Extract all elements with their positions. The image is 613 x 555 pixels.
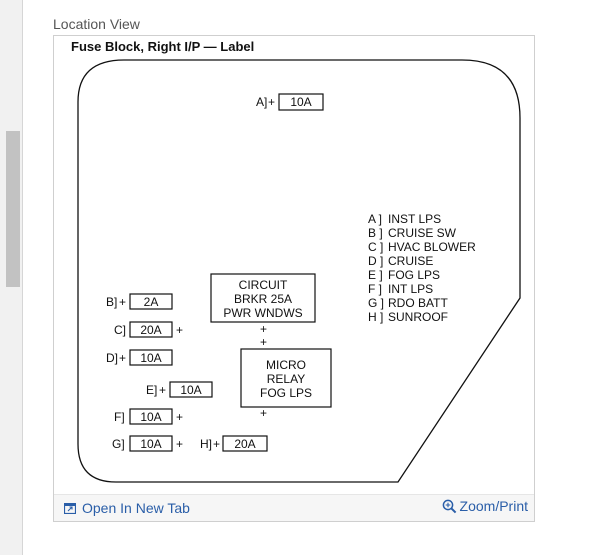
- fuse-a-label: A]: [256, 95, 267, 109]
- fuse-h-plus: +: [213, 437, 220, 451]
- legend-text-a: INST LPS: [388, 212, 441, 226]
- legend-key-f: F ]: [368, 282, 382, 296]
- fuse-d-label: D]: [106, 351, 118, 365]
- legend-text-g: RDO BATT: [388, 296, 448, 310]
- legend-key-d: D ]: [368, 254, 383, 268]
- fuse-d-box: [129, 349, 173, 366]
- fuse-f-rating: 10A: [140, 410, 161, 424]
- open-in-new-tab-icon: [64, 502, 76, 514]
- fuse-f-plus: +: [176, 410, 183, 424]
- micro-relay-plus: +: [260, 406, 267, 420]
- figure-title: Fuse Block, Right I/P — Label: [71, 39, 255, 54]
- scrollbar-thumb[interactable]: [6, 131, 20, 287]
- legend-key-g: G ]: [368, 296, 384, 310]
- magnifier-icon: [442, 499, 456, 513]
- section-title: Location View: [53, 16, 140, 32]
- fuse-e-plus: +: [159, 383, 166, 397]
- fuse-a-plus: +: [268, 95, 275, 109]
- fuse-c-label: C]: [114, 323, 126, 337]
- legend-text-c: HVAC BLOWER: [388, 240, 476, 254]
- fuse-b-label: B]: [106, 295, 117, 309]
- fuse-e-label: E]: [146, 383, 157, 397]
- fuse-b-box: [129, 293, 173, 310]
- fuse-h-rating: 20A: [234, 437, 255, 451]
- zoom-print-label: Zoom/Print: [459, 498, 528, 514]
- fuse-d-rating: 10A: [140, 351, 161, 365]
- fuse-legend: A ] INST LPS B ] CRUISE SW C ] HVAC BLOW…: [368, 212, 476, 324]
- fuse-f-box: [129, 408, 173, 425]
- legend-text-d: CRUISE: [388, 254, 433, 268]
- legend-text-f: INT LPS: [388, 282, 433, 296]
- circuit-breaker-line-3: PWR WNDWS: [223, 306, 302, 320]
- legend-text-b: CRUISE SW: [388, 226, 457, 240]
- fuse-block-diagram: A] + 10A B] + 2A C] 20A + D] + 10A E] + …: [77, 59, 521, 483]
- fuse-g-rating: 10A: [140, 437, 161, 451]
- legend-text-h: SUNROOF: [388, 310, 448, 324]
- zoom-print-link[interactable]: Zoom/Print: [442, 498, 528, 514]
- fuse-b-plus: +: [119, 295, 126, 309]
- legend-key-a: A ]: [368, 212, 382, 226]
- fuse-g-label: G]: [112, 437, 125, 451]
- fuse-f-label: F]: [114, 410, 125, 424]
- fuse-d-plus: +: [119, 351, 126, 365]
- fuse-g-box: [129, 435, 173, 452]
- micro-relay-box: [240, 348, 332, 408]
- left-panel-edge: [0, 0, 23, 555]
- micro-relay-line-1: MICRO: [266, 358, 306, 372]
- fuse-a-box: [278, 93, 324, 111]
- fuse-c-rating: 20A: [140, 323, 161, 337]
- circuit-breaker-line-1: CIRCUIT: [239, 278, 288, 292]
- open-in-new-tab-label: Open In New Tab: [82, 500, 190, 516]
- fuse-a-rating: 10A: [290, 95, 311, 109]
- fuse-b-rating: 2A: [144, 295, 159, 309]
- open-in-new-tab-link[interactable]: Open In New Tab: [64, 500, 190, 516]
- fuse-c-box: [129, 321, 173, 338]
- fuse-h-box: [222, 435, 268, 452]
- circuit-breaker-line-2: BRKR 25A: [234, 292, 292, 306]
- circuit-breaker-plus-2: +: [260, 335, 267, 349]
- micro-relay-line-3: FOG LPS: [260, 386, 312, 400]
- legend-key-h: H ]: [368, 310, 383, 324]
- fuse-block-outline: [77, 59, 521, 483]
- circuit-breaker-box: [210, 273, 316, 323]
- fuse-c-plus: +: [176, 323, 183, 337]
- legend-key-e: E ]: [368, 268, 383, 282]
- fuse-h-label: H]: [200, 437, 212, 451]
- location-view-frame: Fuse Block, Right I/P — Label A] + 10A B…: [53, 35, 535, 522]
- legend-key-c: C ]: [368, 240, 383, 254]
- fuse-e-rating: 10A: [180, 383, 201, 397]
- fuse-e-box: [169, 381, 213, 398]
- frame-footer: Open In New Tab Zoom/Print: [54, 494, 534, 521]
- legend-text-e: FOG LPS: [388, 268, 440, 282]
- circuit-breaker-plus-1: +: [260, 322, 267, 336]
- legend-key-b: B ]: [368, 226, 383, 240]
- fuse-g-plus: +: [176, 437, 183, 451]
- micro-relay-line-2: RELAY: [267, 372, 305, 386]
